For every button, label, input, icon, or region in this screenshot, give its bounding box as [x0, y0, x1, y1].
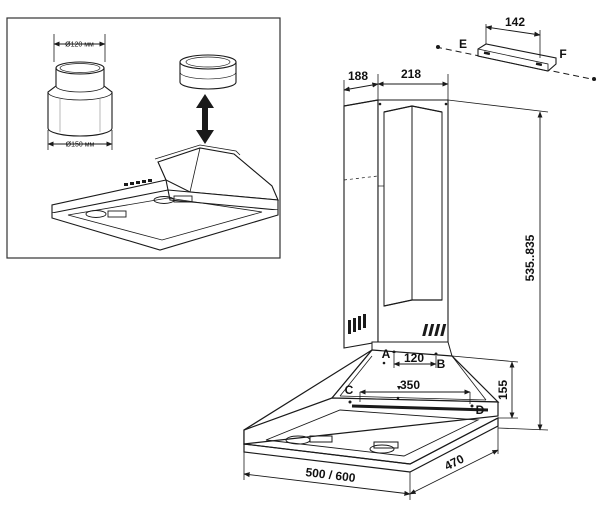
width-dimension-line — [243, 472, 411, 496]
point-b-label: B — [437, 357, 446, 371]
point-f-label: F — [559, 47, 566, 61]
chimney-outer-side — [343, 99, 379, 349]
ab-distance-label: 120 — [404, 351, 424, 365]
depth-dimension-line — [409, 449, 499, 495]
point-a-label: A — [382, 347, 391, 361]
wall-bracket: 142 E F — [435, 15, 597, 81]
vents-left — [348, 314, 366, 334]
cd-distance-label: 350 — [400, 378, 420, 392]
outlet-collar — [179, 54, 237, 90]
bracket-width-label: 142 — [505, 15, 525, 29]
chimney-depth-line — [343, 82, 379, 92]
mount-arrow — [196, 94, 214, 144]
dia-top-label: Ø120 мм — [65, 42, 94, 49]
canopy-height-label: 155 — [496, 380, 510, 400]
point-c-label: C — [345, 383, 354, 397]
point-d-label: D — [476, 403, 485, 417]
chimney: 188 218 — [343, 67, 449, 349]
inset-panel: Ø120 мм Ø150 мм — [6, 17, 281, 259]
height-range-label: 535..835 — [523, 234, 537, 281]
depth-label: 470 — [442, 452, 466, 474]
height-ext-bottom — [497, 427, 549, 431]
height-ext-top — [447, 99, 549, 113]
inset-hood — [51, 144, 279, 251]
canopy-height-ext-top — [451, 355, 519, 363]
hood-dimensions: A B 120 C D 350 155 535..835 500 / 600 4 — [243, 99, 549, 500]
vents-right — [422, 324, 447, 336]
dia-bottom-label: Ø150 мм — [66, 142, 95, 149]
chimney-width-label: 218 — [401, 67, 421, 81]
point-e-label: E — [459, 37, 467, 51]
adapter-ring — [47, 61, 113, 137]
bracket-width-line — [485, 25, 541, 37]
width-label: 500 / 600 — [305, 465, 357, 485]
chimney-depth-label: 188 — [348, 69, 368, 83]
